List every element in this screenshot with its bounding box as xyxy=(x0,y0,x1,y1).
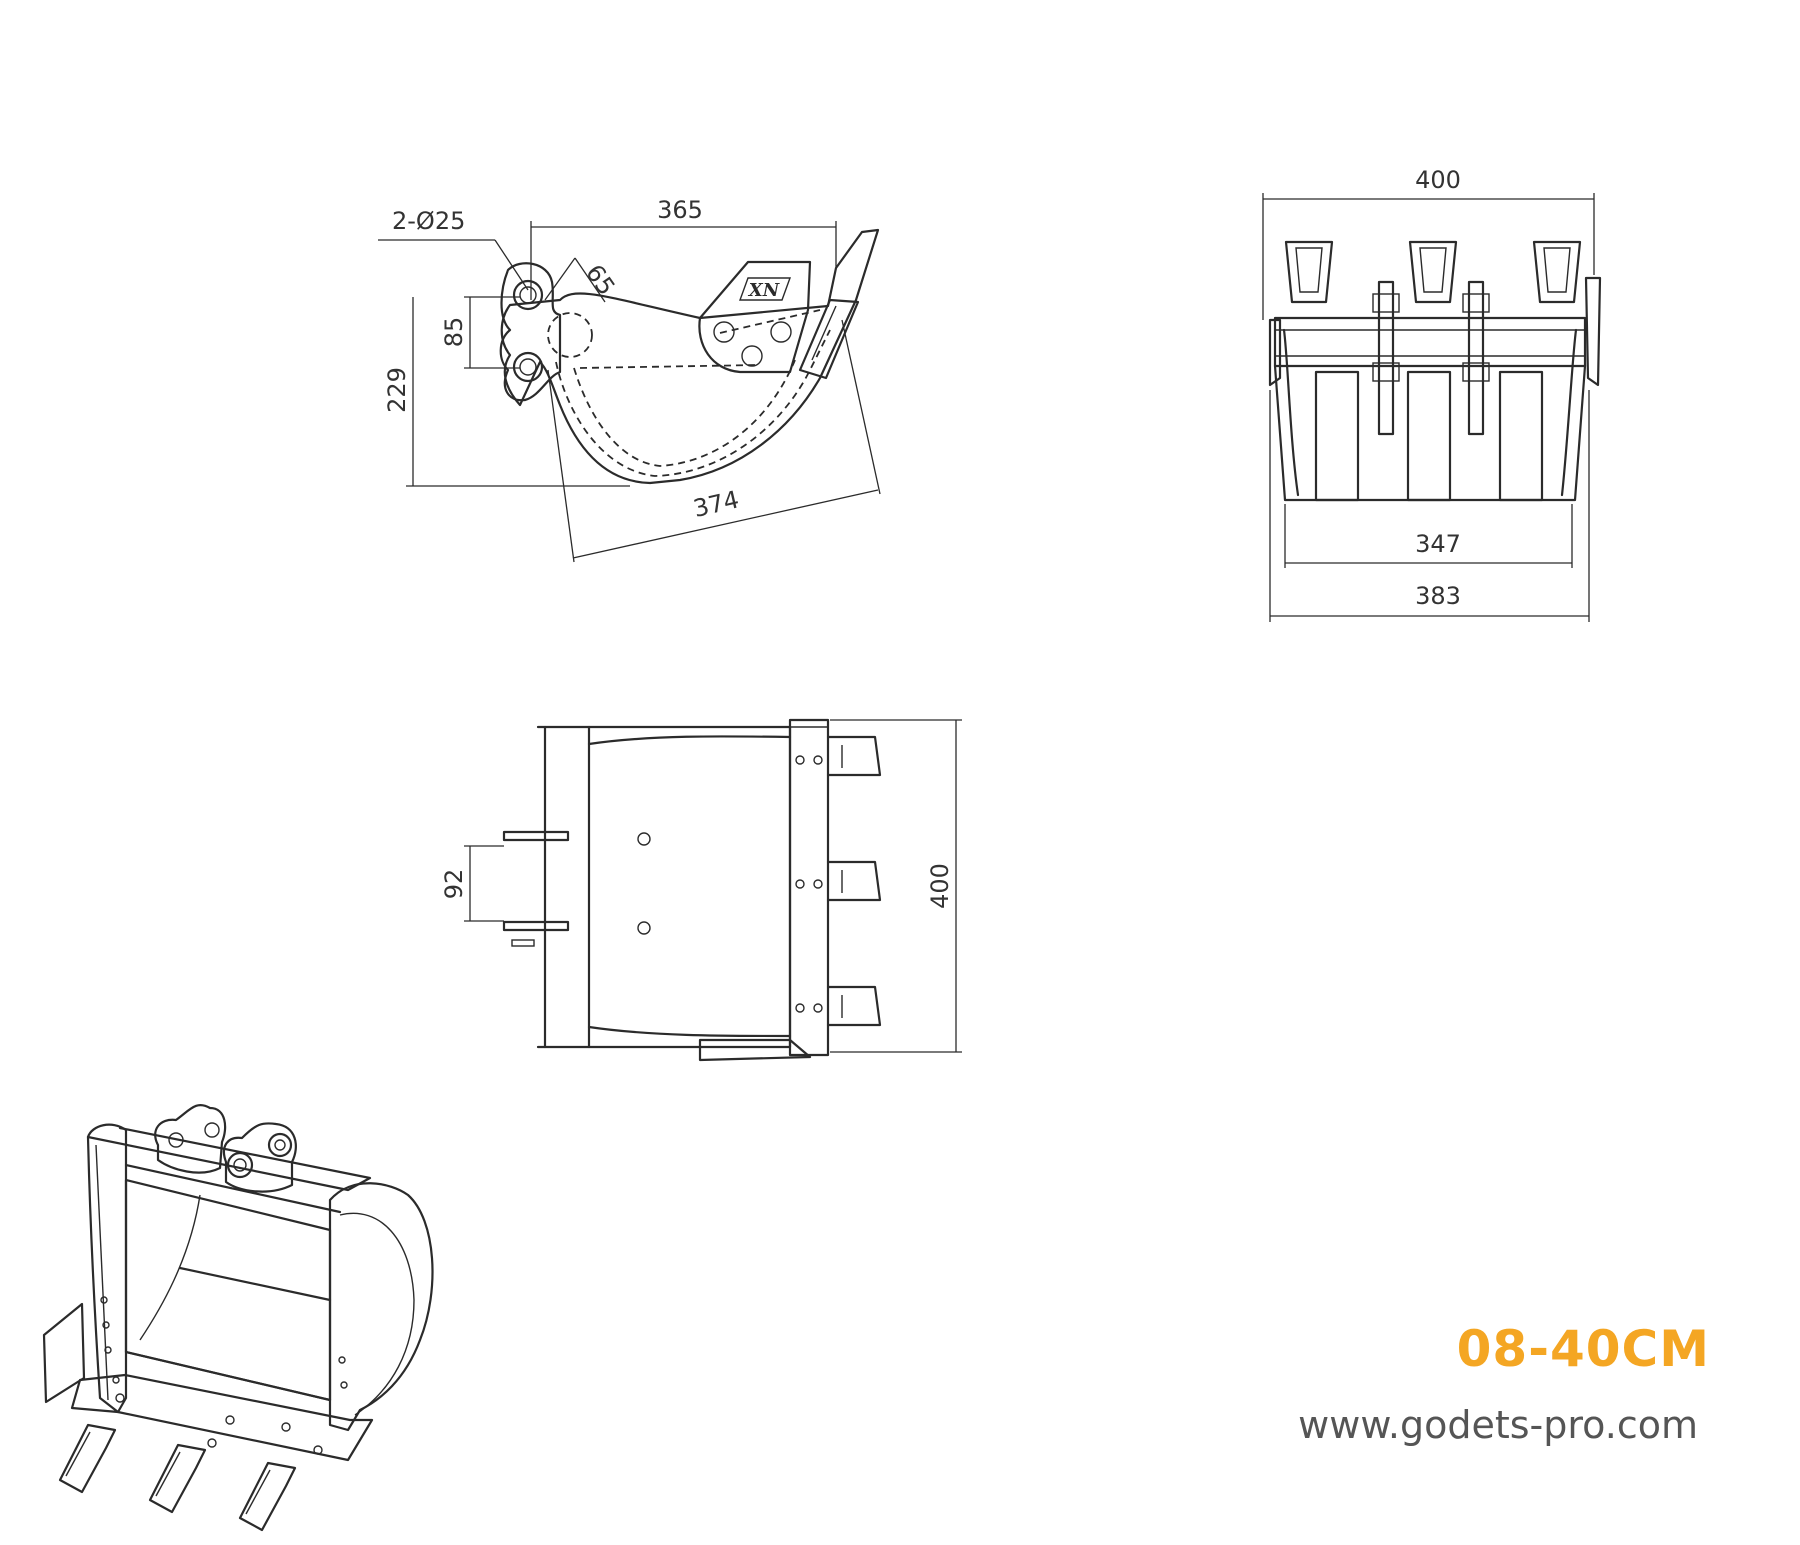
dim-diagonal: 374 xyxy=(691,485,742,523)
isometric-view xyxy=(42,1104,434,1532)
brand-logo: XN xyxy=(748,280,781,301)
product-code: 08-40CM xyxy=(1456,1320,1710,1378)
dim-pin-spacing: 85 xyxy=(440,317,468,348)
dim-ear-spacing: 92 xyxy=(440,869,468,900)
website-url[interactable]: www.godets-pro.com xyxy=(1298,1403,1698,1447)
plan-view: 92 400 xyxy=(440,718,962,1062)
dim-pin-holes: 2-Ø25 xyxy=(392,207,465,235)
dim-inner-width: 347 xyxy=(1415,530,1461,558)
front-view: 400 347 xyxy=(1262,166,1602,622)
dim-plan-depth: 400 xyxy=(926,863,954,909)
side-view: 365 2-Ø25 65 85 229 374 xyxy=(378,196,881,563)
dim-height: 229 xyxy=(383,367,411,413)
dim-top-length: 365 xyxy=(657,196,703,224)
dim-outer-width: 383 xyxy=(1415,582,1461,610)
dim-front-width: 400 xyxy=(1415,166,1461,194)
